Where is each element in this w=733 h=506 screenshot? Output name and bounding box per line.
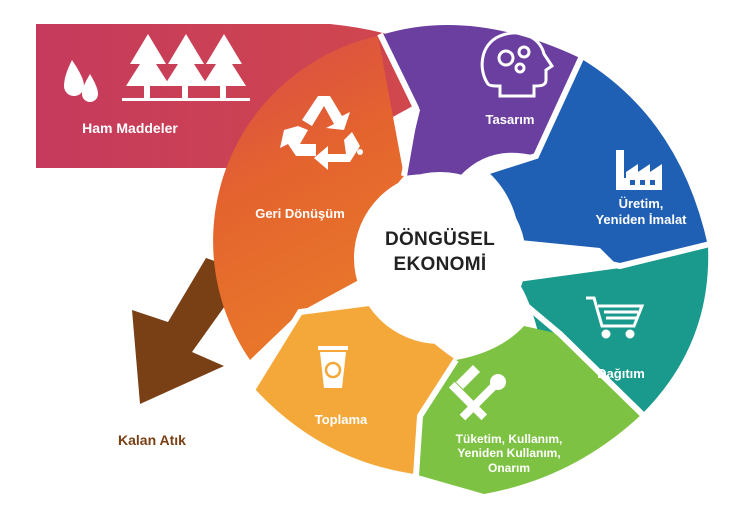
center-title-line2: EKONOMİ [393, 253, 487, 275]
distribution-label: Dağıtım [597, 366, 645, 381]
center-title-line1: DÖNGÜSEL [384, 229, 496, 250]
recycling-label: Geri Dönüşüm [255, 206, 345, 221]
residual-waste-label: Kalan Atık [118, 432, 186, 448]
recycle-bin-icon [318, 346, 348, 388]
water-drops-icon [64, 60, 98, 102]
production-segment [486, 58, 708, 268]
decor-dots [357, 149, 577, 271]
distribution-segment [518, 246, 709, 414]
design-label: Tasarım [485, 112, 535, 127]
design-segment [378, 25, 580, 177]
consumption-label: Tüketim, Kullanım, Yeniden Kullanım, Ona… [455, 432, 563, 475]
raw-materials-label: Ham Maddeler [82, 120, 178, 136]
center-title: DÖNGÜSEL EKONOMİ [380, 228, 500, 277]
consumption-segment [380, 326, 642, 494]
recycle-arrows-icon [280, 96, 360, 170]
trees-icon [122, 34, 250, 101]
tools-icon [448, 364, 506, 421]
head-gears-icon [480, 31, 555, 98]
center-circle [354, 172, 526, 344]
collection-label: Toplama [314, 412, 368, 427]
factory-icon [616, 150, 662, 190]
recycling-segment [213, 36, 404, 360]
production-label: Üretim, Yeniden İmalat [595, 196, 687, 227]
collection-segment [254, 300, 456, 474]
segment-separators [249, 32, 711, 477]
shopping-cart-icon [586, 296, 645, 339]
